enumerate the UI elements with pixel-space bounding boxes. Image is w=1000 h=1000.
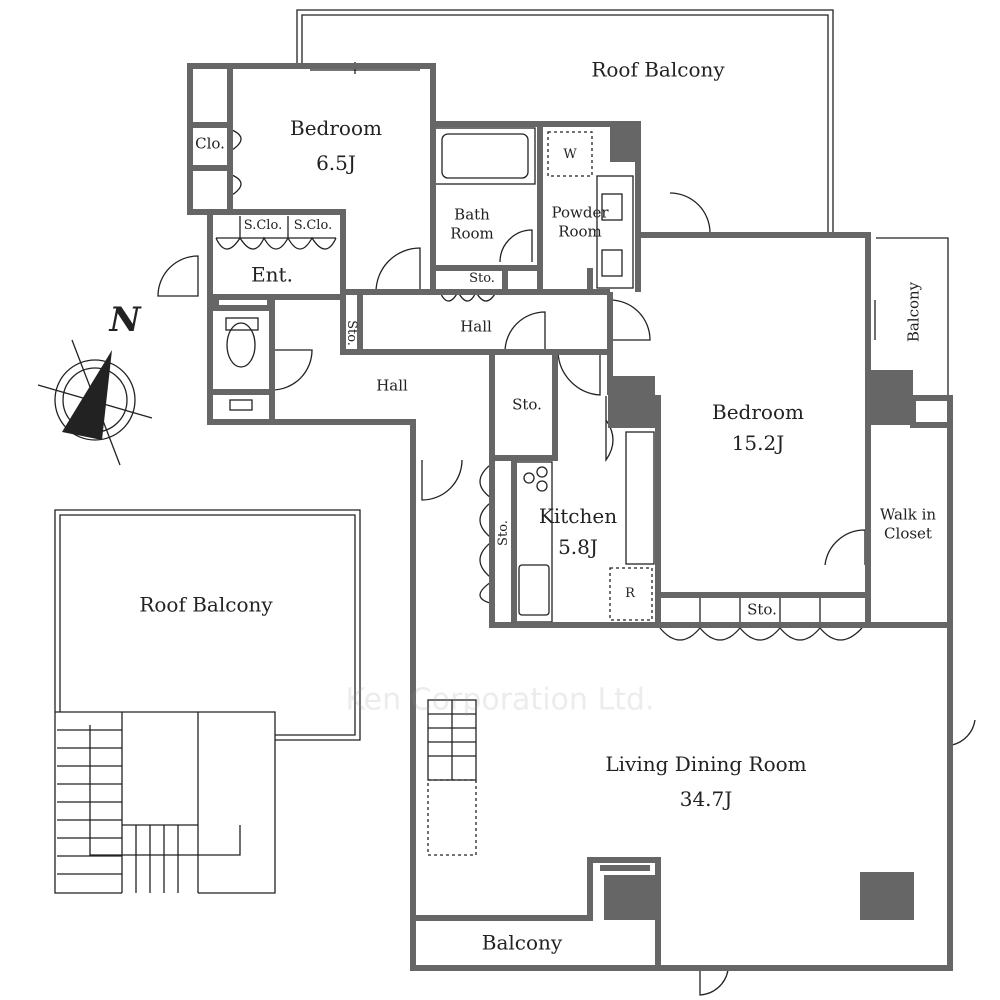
washer-space <box>547 131 593 177</box>
room-shoe-closet-1: S.Clo. <box>243 217 283 233</box>
room-storage-mid: Sto. <box>512 395 542 414</box>
bathtub <box>434 127 536 185</box>
powder-line2: Room <box>558 222 602 240</box>
bedroom-counter <box>625 431 655 565</box>
kitchen-door <box>421 459 463 501</box>
sink <box>518 564 550 616</box>
room-name: Kitchen <box>538 504 618 528</box>
left-roof-balcony-rail <box>54 509 361 741</box>
compass <box>37 339 153 466</box>
roof-balcony-rail <box>296 9 834 236</box>
room-bedroom-2: Bedroom 15.2J <box>712 400 804 456</box>
bedroom2-door <box>609 299 651 341</box>
room-roof-balcony-top: Roof Balcony <box>591 57 725 82</box>
room-size: 34.7J <box>679 787 733 811</box>
bedroom2-storage-doors <box>659 626 863 641</box>
room-entrance: Ent. <box>251 262 293 287</box>
walk-in-line2: Closet <box>884 524 932 542</box>
ldr-bottom-door <box>699 968 729 996</box>
hall-sto-doors <box>439 290 497 302</box>
entrance-door <box>157 255 199 297</box>
room-name: Living Dining Room <box>605 752 807 776</box>
room-balcony-right: Balcony <box>904 281 923 343</box>
room-kitchen: Kitchen 5.8J <box>539 504 617 560</box>
room-size: 15.2J <box>731 431 785 455</box>
washer-label: W <box>563 146 577 162</box>
shoe-closet-doors <box>215 216 337 250</box>
watermark: Ken Corporation Ltd. <box>345 682 655 718</box>
north-arrow-icon <box>62 350 112 440</box>
room-size: 5.8J <box>558 535 598 559</box>
room-balcony-bottom: Balcony <box>481 930 563 955</box>
bath-line2: Room <box>450 224 494 242</box>
fridge-label: R <box>625 585 635 601</box>
toilet <box>225 317 259 331</box>
compass-label: N <box>109 299 141 340</box>
toilet-door <box>271 349 313 391</box>
room-name: Bedroom <box>290 116 382 140</box>
sto-door <box>557 351 601 396</box>
right-balcony-rail <box>876 237 949 398</box>
hall-door <box>504 311 546 353</box>
closet-doors <box>231 129 242 196</box>
walk-in-door <box>824 529 866 566</box>
room-closet: Clo. <box>195 134 225 153</box>
room-storage-kitchen: Sto. <box>495 520 511 546</box>
bath-door <box>499 229 533 263</box>
room-name: Bedroom <box>712 400 804 424</box>
room-size: 6.5J <box>316 151 356 175</box>
bedroom-door <box>375 247 421 293</box>
room-bedroom-1: Bedroom 6.5J <box>290 116 382 176</box>
room-hall-upper: Hall <box>460 317 492 336</box>
ldr-side-door <box>951 715 976 746</box>
columns <box>604 124 914 920</box>
room-hall-lower: Hall <box>376 376 408 395</box>
powder-line1: Powder <box>551 203 609 222</box>
room-shoe-closet-2: S.Clo. <box>293 217 333 233</box>
bath-line1: Bath <box>454 205 490 224</box>
room-living-dining: Living Dining Room 34.7J <box>605 752 806 812</box>
walls <box>187 63 953 971</box>
fridge-space <box>609 567 653 621</box>
room-storage-bedroom: Sto. <box>747 600 777 619</box>
balcony-door <box>669 192 711 234</box>
room-roof-balcony-left: Roof Balcony <box>139 592 273 617</box>
room-storage-hall: Sto. <box>344 320 360 346</box>
vanity <box>596 175 634 289</box>
room-storage-bath: Sto. <box>469 270 495 286</box>
walk-in-line1: Walk in <box>879 505 937 524</box>
